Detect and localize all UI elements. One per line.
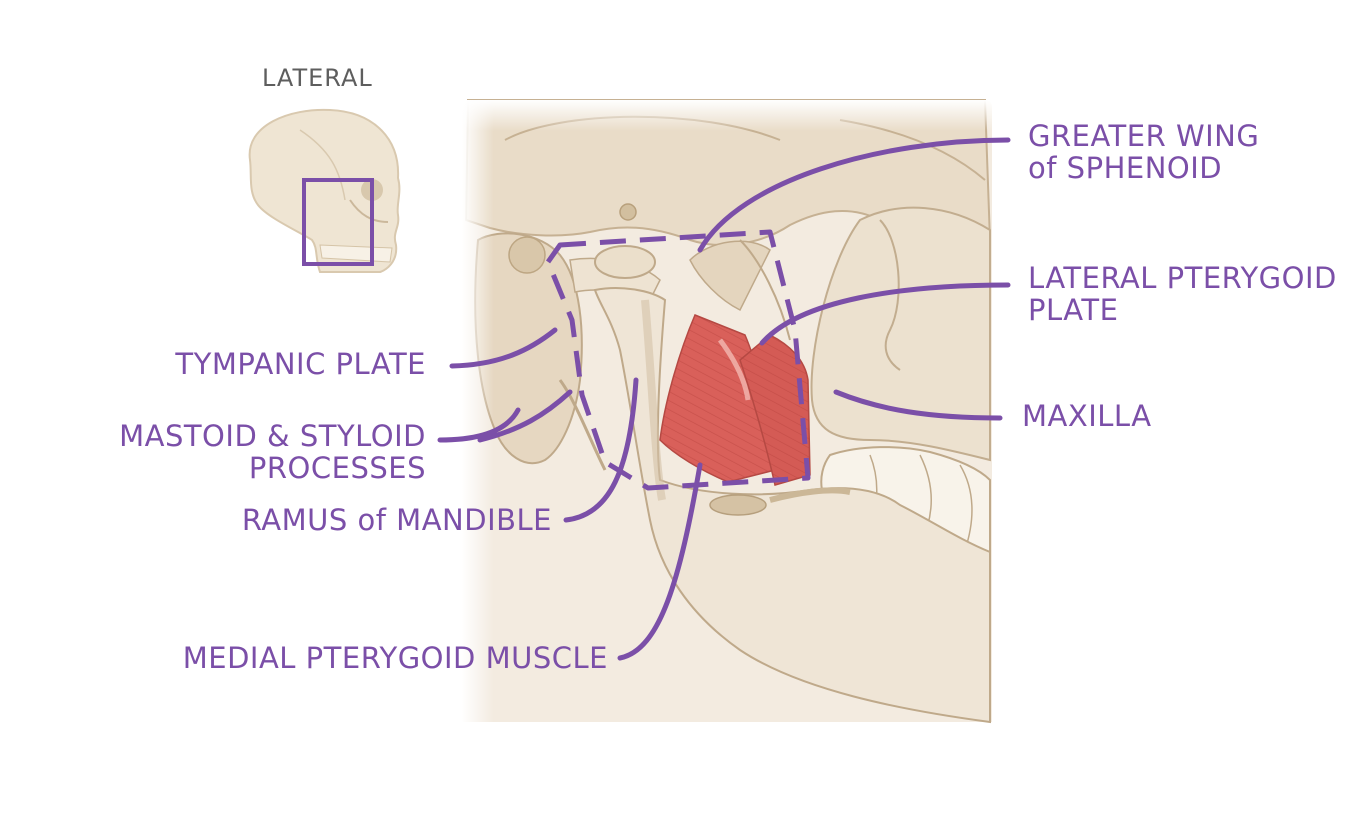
leader-medial-pterygoid [617,462,703,661]
leader-lines [437,137,1011,661]
view-label: LATERAL [262,64,373,92]
label-lateral-pterygoid-plate: LATERAL PTERYGOID PLATE [1028,262,1337,326]
label-mastoid-styloid-processes: MASTOID & STYLOID PROCESSES [119,420,426,484]
label-tympanic-plate: TYMPANIC PLATE [175,347,426,381]
skull-thumbnail [248,108,401,273]
label-ramus-of-mandible: RAMUS of MANDIBLE [241,503,552,537]
leader-lateral-pterygoid-plate [759,282,1011,346]
label-mastoid-line-2: PROCESSES [248,451,426,485]
label-lateral-pterygoid-line-1: LATERAL PTERYGOID [1028,261,1337,295]
dashed-region-outline [545,229,811,491]
label-greater-wing-sphenoid: GREATER WING of SPHENOID [1028,120,1259,184]
leader-ramus [563,377,639,523]
leader-mastoid-styloid [437,389,573,443]
label-greater-wing-line-2: of SPHENOID [1028,151,1223,185]
label-medial-pterygoid-muscle: MEDIAL PTERYGOID MUSCLE [182,641,608,675]
leader-greater-wing [697,137,1011,253]
leader-maxilla [833,389,1003,421]
leader-tympanic-plate [449,327,558,369]
label-greater-wing-line-1: GREATER WING [1028,119,1260,153]
label-mastoid-line-1: MASTOID & STYLOID [119,419,426,453]
region-box [302,178,374,266]
label-lateral-pterygoid-line-2: PLATE [1028,293,1119,327]
label-maxilla: MAXILLA [1022,399,1152,433]
